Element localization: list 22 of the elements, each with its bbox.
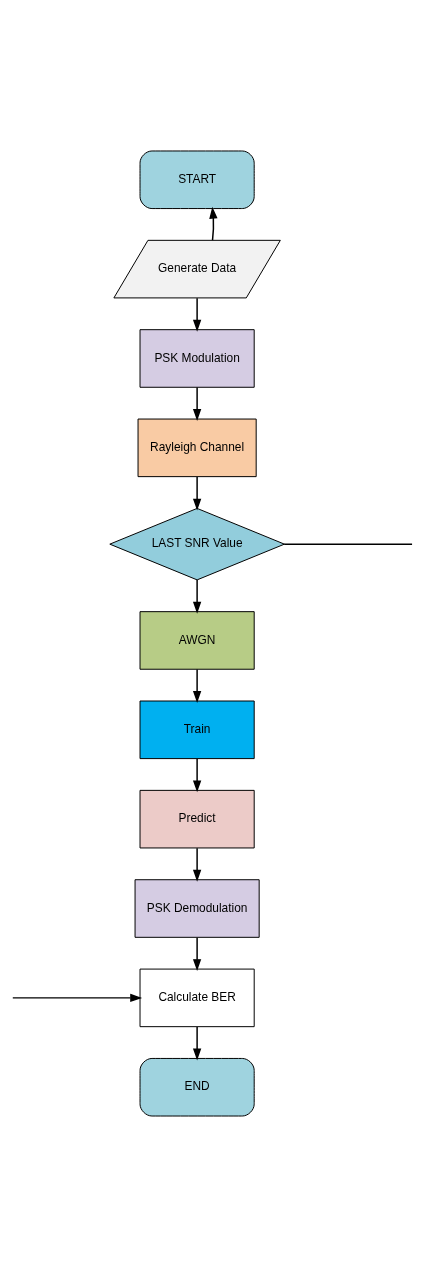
- node-diamond: LAST SNR Value: [109, 507, 285, 580]
- arrow: [12, 993, 143, 1002]
- connector: [283, 542, 413, 545]
- node-box: AWGN: [139, 610, 255, 670]
- arrow: [209, 206, 218, 241]
- arrow: [192, 297, 202, 332]
- arrow: [192, 475, 202, 511]
- node-box: PSK Modulation: [139, 328, 255, 388]
- node-box: PSK Demodulation: [134, 878, 260, 938]
- node-box: Train: [139, 700, 255, 759]
- node-box: Rayleigh Channel: [137, 418, 257, 477]
- node-box: Predict: [139, 789, 255, 848]
- arrow: [192, 668, 202, 703]
- node-box: START: [139, 149, 255, 209]
- arrow: [192, 386, 202, 421]
- node-box: END: [139, 1057, 255, 1117]
- arrow: [192, 1025, 202, 1060]
- node-box: Calculate BER: [139, 968, 255, 1027]
- arrow: [192, 847, 202, 882]
- arrow: [192, 578, 202, 614]
- arrow: [192, 936, 202, 971]
- arrow: [192, 757, 202, 792]
